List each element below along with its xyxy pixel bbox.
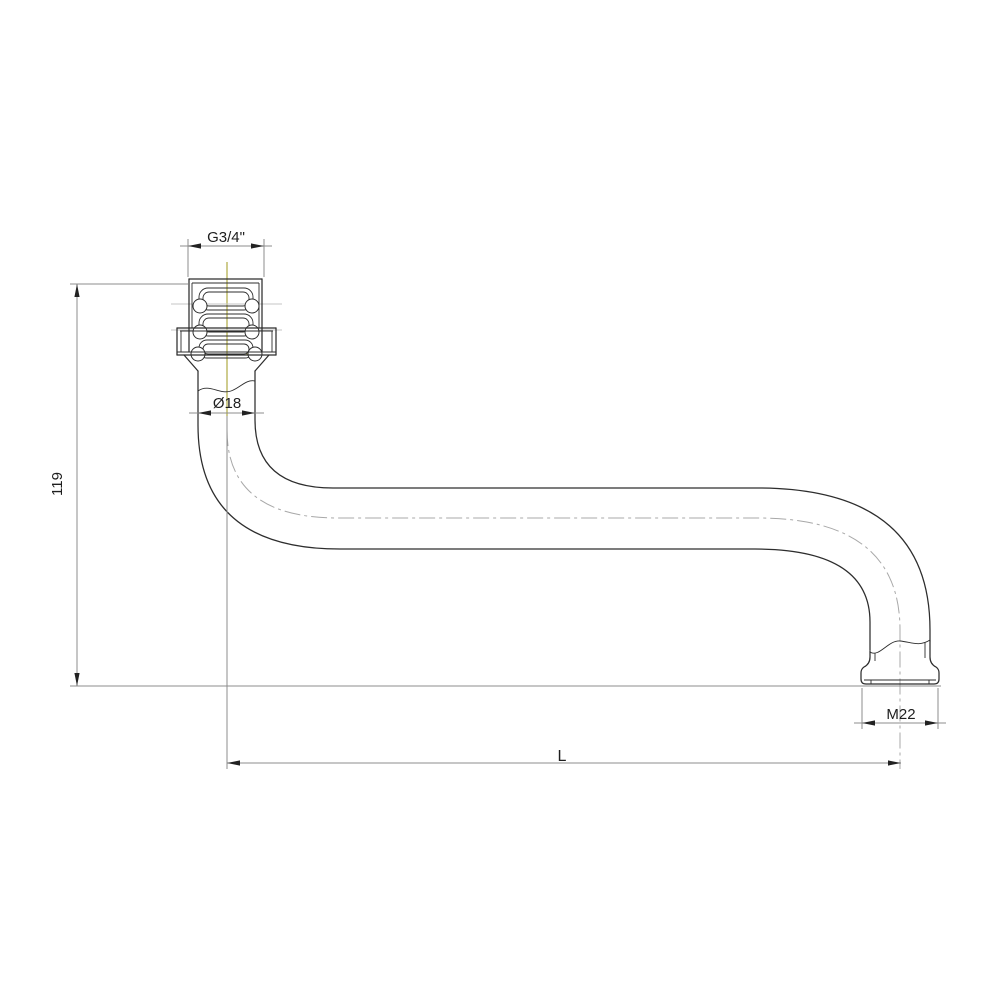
tube-diameter-label: Ø18	[213, 395, 241, 412]
flange-chamfer-left	[183, 354, 199, 372]
arrowhead-left	[227, 760, 240, 766]
arrowhead-right	[925, 720, 938, 726]
thread-root-circle	[244, 324, 260, 340]
arrowhead-right	[251, 243, 264, 249]
arrowhead-down	[74, 673, 80, 686]
dimension-inlet-thread: G3/4"	[180, 229, 272, 277]
thread-root-circle	[192, 298, 208, 314]
length-label: L	[558, 748, 567, 765]
dimension-tube-diameter: Ø18	[189, 395, 264, 416]
centerlines	[192, 262, 901, 769]
tube-wall-outer-left-bottom	[197, 370, 871, 651]
flange-chamfer-right	[254, 354, 270, 372]
outlet-break-line	[869, 639, 931, 654]
dimension-outlet-thread: M22	[854, 688, 946, 729]
outlet-fitting	[860, 639, 940, 685]
dimension-length: L	[226, 416, 901, 769]
thread-loop-3-inner	[202, 343, 250, 355]
tube-wall-inner-top-right	[254, 370, 931, 642]
thread-loop-1-inner	[202, 291, 250, 307]
arrowhead-left	[188, 243, 201, 249]
thread-root-circle	[244, 298, 260, 314]
inlet-break-line	[197, 380, 256, 393]
spout-tube	[197, 370, 931, 651]
arrowhead-left	[862, 720, 875, 726]
pipe-centerline	[226, 429, 901, 769]
arrowhead-right	[242, 410, 255, 416]
dimension-height: 119	[49, 283, 941, 687]
outlet-thread-label: M22	[886, 706, 915, 723]
outlet-housing-outline	[860, 640, 940, 685]
inlet-thread-label: G3/4"	[207, 229, 245, 246]
arrowhead-right	[888, 760, 901, 766]
height-label: 119	[49, 472, 66, 496]
inlet-fitting	[171, 278, 282, 372]
arrowhead-left	[198, 410, 211, 416]
thread-root-circle	[247, 346, 263, 362]
arrowhead-up	[74, 284, 80, 297]
thread-root-circle	[190, 346, 206, 362]
thread-loop-2-inner	[202, 317, 250, 333]
thread-root-circle	[192, 324, 208, 340]
